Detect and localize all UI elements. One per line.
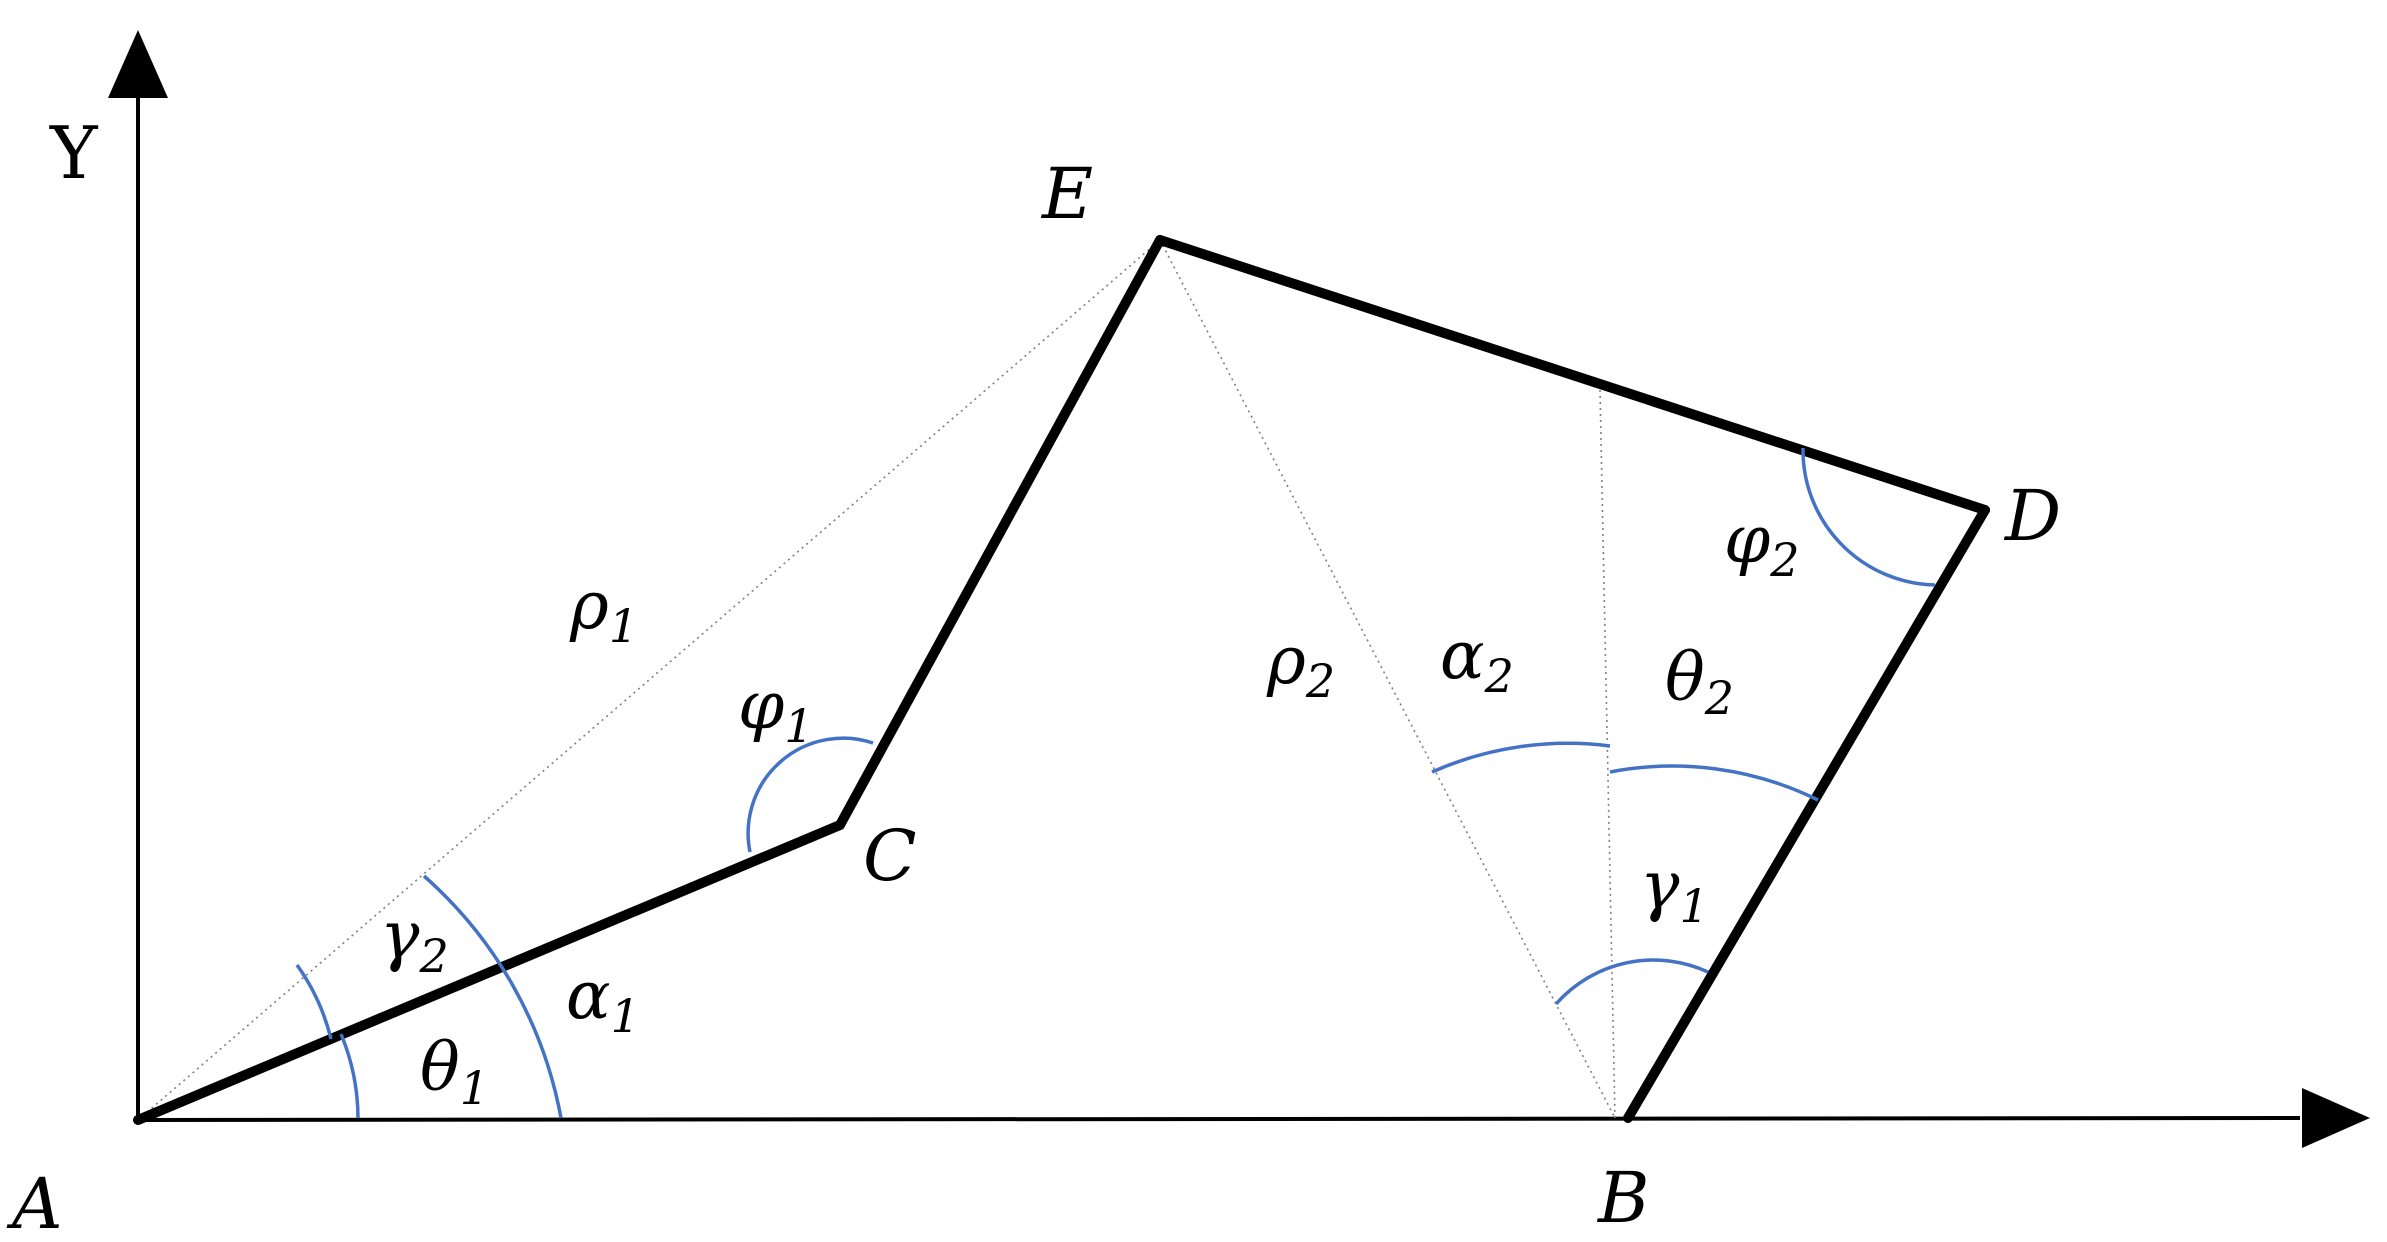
phi2-arc <box>1801 447 1936 587</box>
gamma1-label: γ1 <box>1640 847 1709 933</box>
point-label-d: D <box>2003 475 2061 557</box>
vertical-line-b <box>1599 389 1616 1119</box>
rho1-label: ρ1 <box>569 567 638 653</box>
theta2-label: θ2 <box>1665 639 1734 725</box>
point-label-c: C <box>863 815 917 897</box>
gamma1-arc <box>1554 958 1709 1006</box>
rho1-line <box>137 239 1161 1121</box>
point-label-b: B <box>1596 1157 1649 1239</box>
phi1-label: φ1 <box>738 667 814 753</box>
rho2-label: ρ2 <box>1266 622 1335 708</box>
y-axis-label: Y <box>49 111 99 195</box>
point-label-a: A <box>6 1163 63 1242</box>
link-ac <box>133 820 845 1125</box>
x-axis <box>137 1116 2301 1122</box>
alpha1-arc <box>422 874 563 1119</box>
alpha1-label: α1 <box>566 957 640 1043</box>
x-axis-arrow <box>2302 1088 2370 1148</box>
alpha2-label: α2 <box>1440 617 1514 703</box>
link-ed <box>1155 235 1990 515</box>
phi1-arc <box>746 736 874 853</box>
phi2-label: φ2 <box>1724 501 1800 587</box>
gamma2-label: γ2 <box>380 897 449 983</box>
y-axis-arrow <box>108 30 168 98</box>
alpha2-arc <box>1431 741 1611 774</box>
gamma2-arc <box>295 963 333 1040</box>
link-db <box>1623 505 1990 1123</box>
point-label-e: E <box>1040 153 1093 235</box>
theta1-arc <box>339 1033 360 1119</box>
theta1-label: θ1 <box>420 1029 489 1115</box>
theta2-arc <box>1609 764 1819 802</box>
link-ce <box>835 235 1165 830</box>
